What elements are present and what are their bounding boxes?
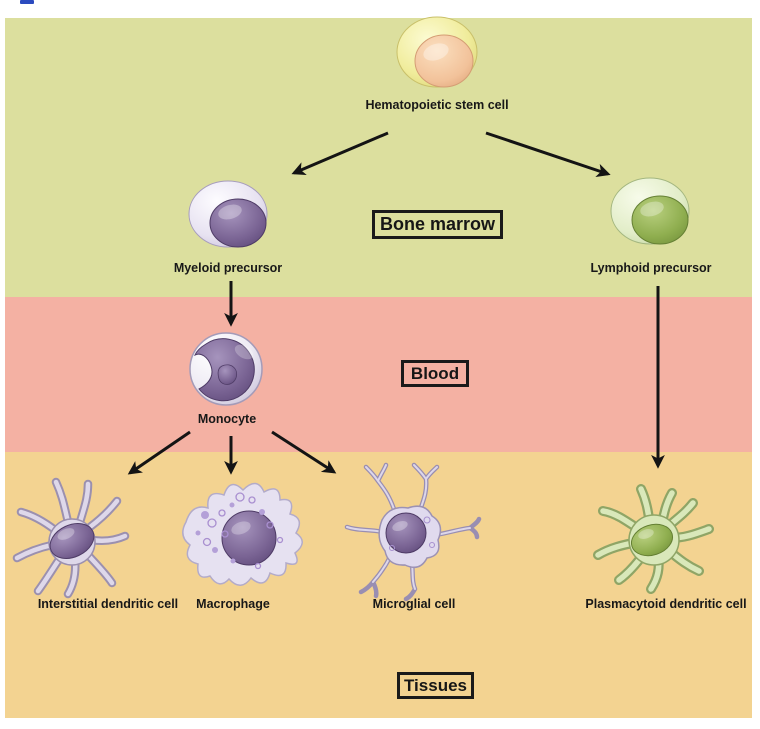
label-microglial-cell: Microglial cell bbox=[372, 597, 456, 611]
lymphoid-precursor-graphic bbox=[610, 177, 690, 245]
myeloid-precursor-graphic bbox=[188, 180, 268, 248]
monocyte-graphic bbox=[189, 332, 263, 406]
region-label-blood-text: Blood bbox=[410, 363, 460, 383]
label-interstitial-dendritic-cell: Interstitial dendritic cell bbox=[37, 597, 179, 611]
arrow-hsc-to-myeloid bbox=[291, 131, 389, 176]
diagram-area bbox=[5, 18, 752, 718]
region-label-bone-marrow: Bone marrow bbox=[372, 210, 503, 239]
caption-fragment bbox=[20, 0, 34, 4]
region-label-tissues-text: Tissues bbox=[403, 675, 467, 695]
arrow-hsc-to-lymphoid bbox=[485, 131, 611, 178]
label-hematopoietic-stem-cell: Hematopoietic stem cell bbox=[365, 98, 509, 112]
region-band-bone-marrow bbox=[5, 18, 752, 297]
label-macrophage: Macrophage bbox=[196, 597, 270, 611]
label-myeloid-precursor: Myeloid precursor bbox=[173, 261, 283, 275]
region-band-blood bbox=[5, 297, 752, 452]
hematopoietic-stem-cell-graphic bbox=[396, 16, 478, 88]
arrow-monocyte-to-microglial bbox=[271, 430, 337, 474]
microglial-cell-graphic bbox=[344, 462, 482, 602]
region-band-tissues bbox=[5, 452, 752, 718]
interstitial-dendritic-cell-graphic bbox=[12, 477, 130, 599]
region-label-bone-marrow-text: Bone marrow bbox=[379, 214, 496, 234]
region-label-blood: Blood bbox=[401, 360, 469, 387]
arrow-monocyte-to-interstitial bbox=[127, 430, 191, 475]
label-monocyte: Monocyte bbox=[197, 412, 257, 426]
plasmacytoid-dendritic-cell-graphic bbox=[593, 484, 714, 594]
region-label-tissues: Tissues bbox=[397, 672, 474, 699]
label-lymphoid-precursor: Lymphoid precursor bbox=[590, 261, 712, 275]
label-plasmacytoid-dendritic-cell: Plasmacytoid dendritic cell bbox=[585, 597, 747, 611]
macrophage-graphic bbox=[182, 482, 303, 586]
